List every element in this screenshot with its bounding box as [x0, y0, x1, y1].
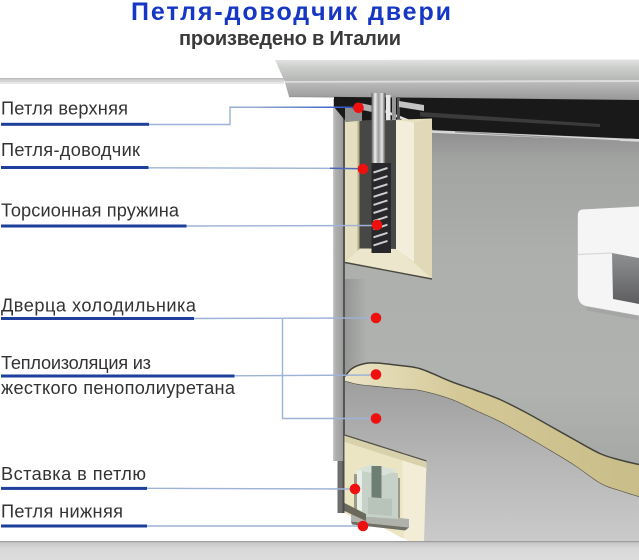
svg-text:Вставка в петлю: Вставка в петлю — [1, 464, 146, 484]
svg-text:Дверца холодильника: Дверца холодильника — [1, 296, 197, 316]
svg-text:Торсионная пружина: Торсионная пружина — [1, 201, 180, 221]
svg-text:произведено в Италии: произведено в Италии — [179, 28, 401, 50]
svg-text:Теплоизоляция из: Теплоизоляция из — [1, 353, 151, 373]
svg-text:Петля-доводчик: Петля-доводчик — [1, 140, 141, 160]
svg-text:Петля нижняя: Петля нижняя — [1, 502, 123, 522]
svg-text:Петля-доводчик двери: Петля-доводчик двери — [131, 0, 451, 26]
svg-text:жесткого пенополиуретана: жесткого пенополиуретана — [1, 378, 236, 398]
svg-text:Петля верхняя: Петля верхняя — [1, 99, 128, 119]
